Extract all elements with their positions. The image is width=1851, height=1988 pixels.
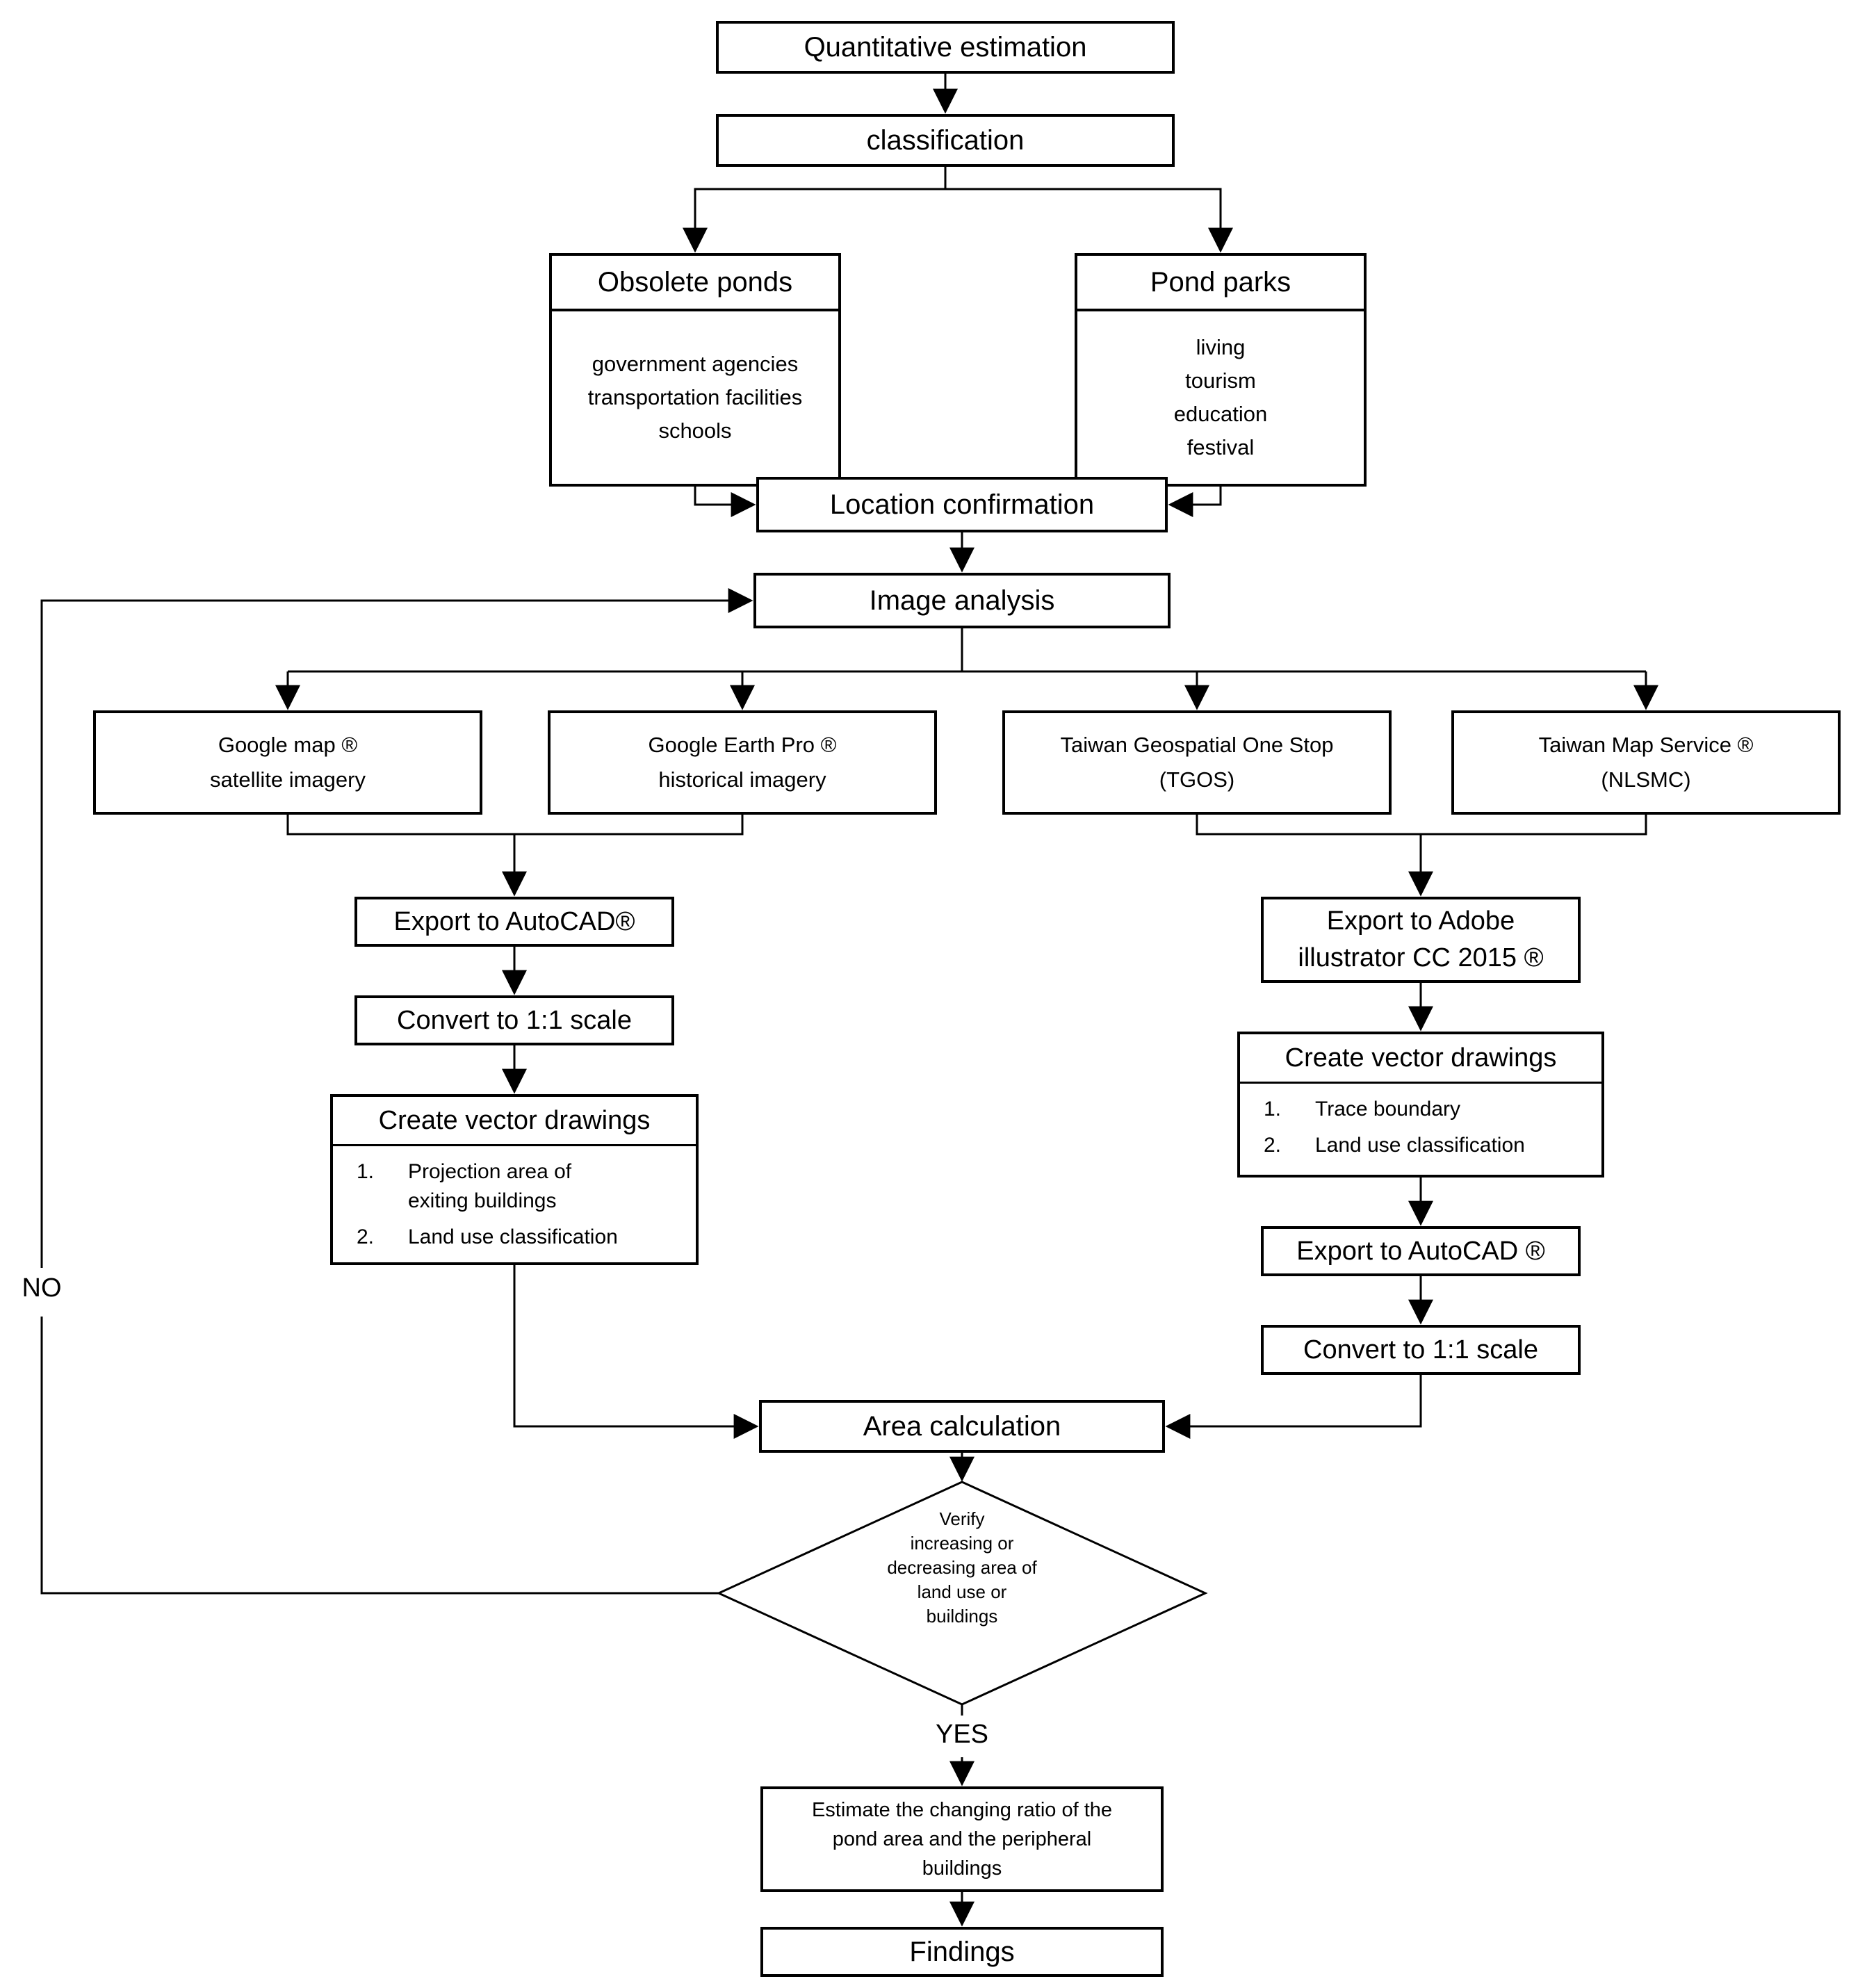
- label-line: (NLSMC): [1601, 767, 1691, 792]
- node-image-analysis: Image analysis: [753, 573, 1171, 628]
- list-item: 2. Land use classification: [357, 1223, 689, 1252]
- label-line: Export to Adobe: [1326, 906, 1515, 936]
- list-item: 1. Projection area of exiting buildings: [357, 1157, 689, 1216]
- node-label: Google Earth Pro ® historical imagery: [551, 713, 934, 812]
- node-location-confirmation: Location confirmation: [756, 477, 1168, 532]
- list-text: Land use classification: [408, 1225, 618, 1248]
- node-label: Export to AutoCAD ®: [1296, 1236, 1545, 1266]
- body-line: government agencies: [592, 351, 799, 376]
- node-label: Convert to 1:1 scale: [397, 1005, 632, 1035]
- decision-line: decreasing area of: [887, 1557, 1037, 1579]
- label-line: Google Earth Pro ®: [648, 733, 837, 758]
- body-line: education: [1173, 402, 1268, 426]
- list-text: Land use classification: [1315, 1134, 1525, 1157]
- label-line: (TGOS): [1159, 767, 1235, 792]
- label-line: Google map ®: [218, 733, 358, 758]
- node-label: Taiwan Map Service ® (NLSMC): [1454, 713, 1838, 812]
- node-export-autocad-right: Export to AutoCAD ®: [1261, 1226, 1581, 1276]
- node-title: Create vector drawings: [333, 1097, 696, 1146]
- list-item: 1. Trace boundary: [1264, 1095, 1595, 1124]
- node-label: Export to AutoCAD®: [393, 906, 635, 936]
- node-classification: classification: [716, 114, 1175, 167]
- node-label: Estimate the changing ratio of the pond …: [763, 1789, 1161, 1889]
- node-label: Area calculation: [863, 1410, 1061, 1442]
- list-number: 2.: [357, 1225, 375, 1248]
- node-title: Obsolete ponds: [552, 256, 838, 311]
- node-title: Create vector drawings: [1240, 1034, 1601, 1084]
- node-tgos: Taiwan Geospatial One Stop (TGOS): [1002, 710, 1392, 815]
- decision-line: Verify: [939, 1508, 985, 1529]
- list-text: Trace boundary: [1315, 1098, 1461, 1121]
- node-label: classification: [866, 124, 1025, 156]
- label-line: buildings: [922, 1857, 1002, 1880]
- no-label: NO: [22, 1273, 62, 1303]
- node-findings: Findings: [760, 1927, 1164, 1977]
- label-line: pond area and the peripheral: [832, 1827, 1092, 1850]
- edge-no-return-upper: [40, 588, 753, 1268]
- node-obsolete-ponds: Obsolete ponds government agencies trans…: [549, 253, 841, 487]
- node-body: living tourism education festival: [1077, 311, 1364, 484]
- node-body: government agencies transportation facil…: [552, 311, 838, 484]
- node-body: 1. Projection area of exiting buildings …: [333, 1146, 696, 1266]
- body-line: transportation facilities: [587, 384, 803, 409]
- body-line: living: [1196, 334, 1246, 359]
- decision-line: increasing or: [910, 1533, 1014, 1554]
- node-label: Convert to 1:1 scale: [1303, 1335, 1538, 1364]
- node-create-vector-left: Create vector drawings 1. Projection are…: [330, 1094, 699, 1265]
- node-label: Quantitative estimation: [804, 31, 1087, 63]
- node-convert-scale-right: Convert to 1:1 scale: [1261, 1325, 1581, 1375]
- node-label: Findings: [909, 1936, 1015, 1967]
- edge-obsolete-to-location: [694, 487, 756, 517]
- edge-left-merge-bar: [286, 815, 744, 836]
- node-export-autocad-left: Export to AutoCAD®: [354, 897, 674, 947]
- label-line: Taiwan Geospatial One Stop: [1060, 733, 1334, 758]
- node-google-map: Google map ® satellite imagery: [93, 710, 482, 815]
- node-label: Image analysis: [869, 585, 1055, 616]
- node-label: Taiwan Geospatial One Stop (TGOS): [1005, 713, 1389, 812]
- body-line: festival: [1187, 435, 1255, 460]
- node-taiwan-map-service: Taiwan Map Service ® (NLSMC): [1451, 710, 1841, 815]
- list-number: 2.: [1264, 1134, 1282, 1157]
- edge-classification-to-pondparks: [944, 167, 1233, 253]
- label-line: illustrator CC 2015 ®: [1298, 943, 1544, 972]
- node-create-vector-right: Create vector drawings 1. Trace boundary…: [1237, 1032, 1604, 1178]
- decision-line: land use or: [917, 1581, 1007, 1603]
- edge-classification-to-obsolete: [683, 167, 947, 253]
- edge-convertR-to-area: [1165, 1375, 1422, 1439]
- node-export-adobe-illustrator: Export to Adobe illustrator CC 2015 ®: [1261, 897, 1581, 983]
- list-item: 2. Land use classification: [1264, 1131, 1595, 1160]
- node-body: 1. Trace boundary 2. Land use classifica…: [1240, 1084, 1601, 1175]
- label-line: Taiwan Map Service ®: [1538, 733, 1754, 758]
- label-line: historical imagery: [658, 767, 826, 792]
- node-area-calculation: Area calculation: [759, 1400, 1165, 1453]
- node-quantitative-estimation: Quantitative estimation: [716, 21, 1175, 74]
- node-label: Location confirmation: [829, 489, 1095, 520]
- node-verify-decision: Verify increasing or decreasing area of …: [809, 1507, 1115, 1629]
- yes-label: YES: [935, 1720, 989, 1749]
- list-text: Projection area of exiting buildings: [408, 1160, 572, 1212]
- edge-right-merge-bar: [1196, 815, 1647, 836]
- node-title: Pond parks: [1077, 256, 1364, 311]
- node-google-earth-pro: Google Earth Pro ® historical imagery: [548, 710, 937, 815]
- edge-vectorL-to-area: [513, 1265, 759, 1439]
- body-line: tourism: [1185, 368, 1256, 393]
- node-label: Export to Adobe illustrator CC 2015 ®: [1264, 899, 1578, 980]
- edge-pondparks-to-location: [1168, 487, 1222, 517]
- node-estimate-ratio: Estimate the changing ratio of the pond …: [760, 1786, 1164, 1892]
- label-line: satellite imagery: [210, 767, 366, 792]
- decision-line: buildings: [926, 1606, 998, 1627]
- edge-no-return-lower: [40, 1317, 719, 1595]
- node-label: Google map ® satellite imagery: [96, 713, 480, 812]
- list-number: 1.: [357, 1160, 375, 1183]
- body-line: schools: [658, 418, 732, 443]
- node-convert-scale-left: Convert to 1:1 scale: [354, 995, 674, 1045]
- list-number: 1.: [1264, 1098, 1282, 1121]
- label-line: Estimate the changing ratio of the: [811, 1798, 1113, 1821]
- node-pond-parks: Pond parks living tourism education fest…: [1075, 253, 1367, 487]
